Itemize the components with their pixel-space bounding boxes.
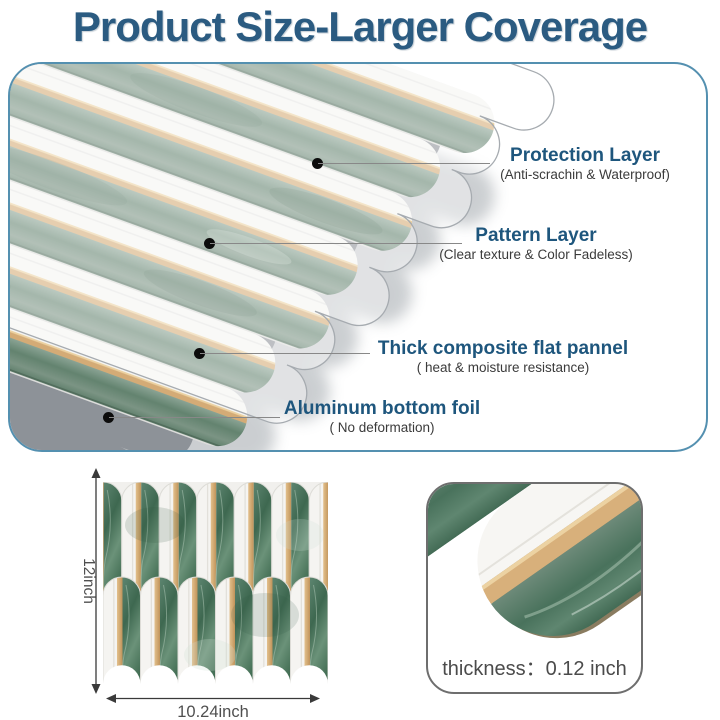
callout-sub: (Anti-scrachin & Waterproof)	[500, 167, 670, 182]
callout-label: Pattern Layer	[475, 225, 597, 246]
callout-aluminum-foil: Aluminum bottom foil ( No deformation)	[272, 398, 492, 436]
callout-pattern-layer: Pattern Layer (Clear texture & Color Fad…	[428, 225, 644, 263]
arrowhead-down	[91, 684, 101, 694]
callout-label: Thick composite flat pannel	[377, 338, 629, 359]
callout-line-aluminum	[109, 417, 280, 419]
callout-dot-composite	[194, 348, 205, 359]
height-label: 12inch	[80, 558, 97, 604]
callout-sub: ( heat & moisture resistance)	[416, 360, 590, 375]
layers-panel	[8, 62, 708, 452]
width-label: 10.24inch	[177, 703, 249, 720]
thickness-panel: thickness：0.12 inch	[426, 482, 643, 694]
arrowhead-left	[106, 694, 116, 703]
callout-line-composite	[200, 353, 370, 355]
callout-protection-layer: Protection Layer (Anti-scrachin & Waterp…	[478, 145, 692, 183]
layers-illustration	[10, 64, 563, 450]
callout-dot-aluminum	[103, 412, 114, 423]
callout-sub: ( No deformation)	[329, 420, 435, 435]
callout-composite-panel: Thick composite flat pannel ( heat & moi…	[372, 338, 634, 376]
arrowhead-right	[310, 694, 320, 703]
tile-sheet	[103, 482, 328, 684]
callout-sub: (Clear texture & Color Fadeless)	[439, 247, 633, 262]
thickness-label: thickness：0.12 inch	[442, 658, 627, 680]
callout-label: Aluminum bottom foil	[283, 398, 481, 419]
page-title: Product Size-Larger Coverage	[72, 3, 648, 50]
arrowhead-up	[91, 468, 101, 478]
callout-dot-pattern	[204, 238, 215, 249]
thickness-closeup	[428, 484, 641, 666]
callout-label: Protection Layer	[510, 145, 660, 166]
callout-line-pattern	[210, 243, 462, 245]
callout-line-protection	[318, 163, 490, 165]
tile-sheet-size-diagram: 12inch 10.24inch	[80, 468, 328, 720]
callout-dot-protection	[312, 158, 323, 169]
